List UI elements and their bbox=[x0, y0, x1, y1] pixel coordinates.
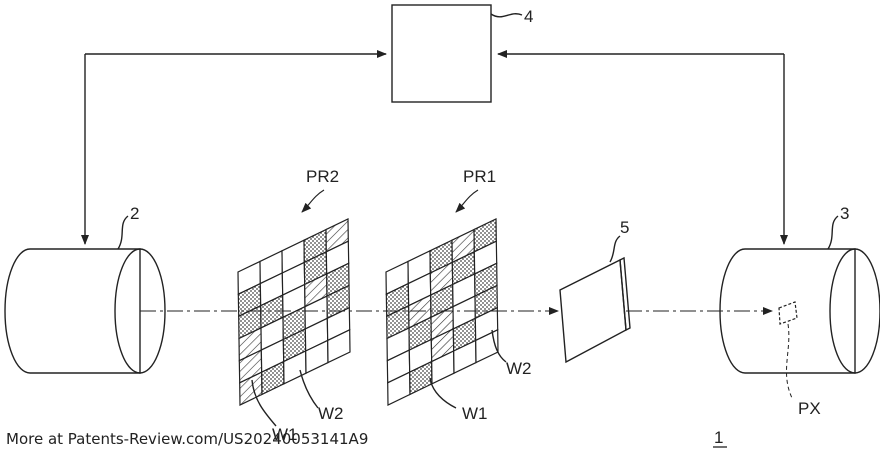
w1-front-label: W1 bbox=[272, 425, 298, 444]
projector-leader bbox=[117, 215, 129, 250]
screen-label: 5 bbox=[620, 218, 629, 237]
camera-leader bbox=[827, 215, 839, 250]
controller-label: 4 bbox=[524, 7, 533, 26]
grid-cell bbox=[327, 328, 351, 364]
camera-cylinder bbox=[719, 248, 880, 374]
w2-back-leader bbox=[491, 329, 507, 363]
w2-front-label: W2 bbox=[318, 404, 344, 423]
w1-back-leader bbox=[429, 377, 457, 409]
pattern-pr2-leader bbox=[301, 189, 325, 213]
screen-panel bbox=[559, 258, 627, 364]
system-label: 1 bbox=[714, 428, 723, 447]
pattern-grid-pr1 bbox=[385, 218, 499, 406]
screen-edge bbox=[619, 256, 631, 332]
pixel-region bbox=[778, 301, 798, 325]
pixel-leader bbox=[786, 323, 793, 399]
pattern-grid-pr2 bbox=[237, 218, 351, 406]
w1-back-label: W1 bbox=[462, 404, 488, 423]
pattern-pr1-leader bbox=[455, 189, 479, 213]
pattern-pr2-label: PR2 bbox=[306, 167, 339, 186]
pixel-label: PX bbox=[798, 399, 821, 418]
w1-front-leader bbox=[251, 379, 277, 427]
w2-front-leader bbox=[299, 369, 319, 409]
pattern-pr1-label: PR1 bbox=[463, 167, 496, 186]
screen-leader bbox=[609, 235, 621, 263]
controller-leader bbox=[490, 13, 523, 18]
w2-back-label: W2 bbox=[506, 359, 532, 378]
connection-lines bbox=[81, 50, 788, 245]
controller-box bbox=[391, 4, 492, 103]
projector-label: 2 bbox=[130, 204, 139, 223]
camera-label: 3 bbox=[840, 204, 849, 223]
projector-cylinder bbox=[4, 248, 166, 374]
watermark-text: More at Patents-Review.com/US20240053141… bbox=[6, 430, 369, 448]
